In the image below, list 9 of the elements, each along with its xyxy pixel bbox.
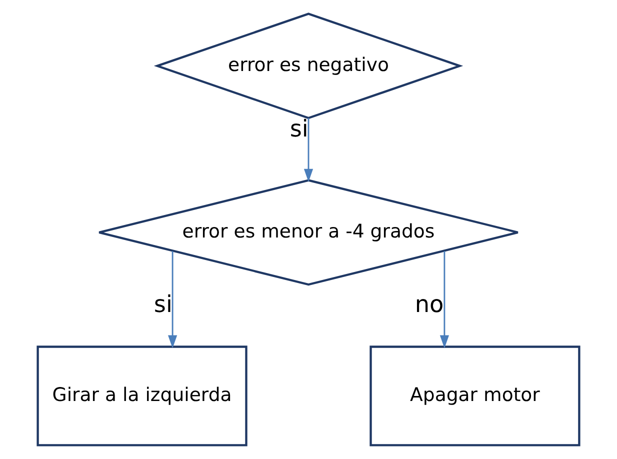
node-diamond: error es menor a -4 grados: [98, 179, 519, 286]
node-box: Girar a la izquierda: [36, 346, 248, 446]
node-diamond: error es negativo: [154, 12, 464, 120]
node-box: Apagar motor: [370, 346, 580, 446]
arrow: [440, 251, 450, 348]
arrow: [304, 118, 314, 182]
edge-label: si: [154, 292, 172, 318]
edge-label: no: [414, 292, 444, 318]
arrow: [168, 251, 178, 348]
